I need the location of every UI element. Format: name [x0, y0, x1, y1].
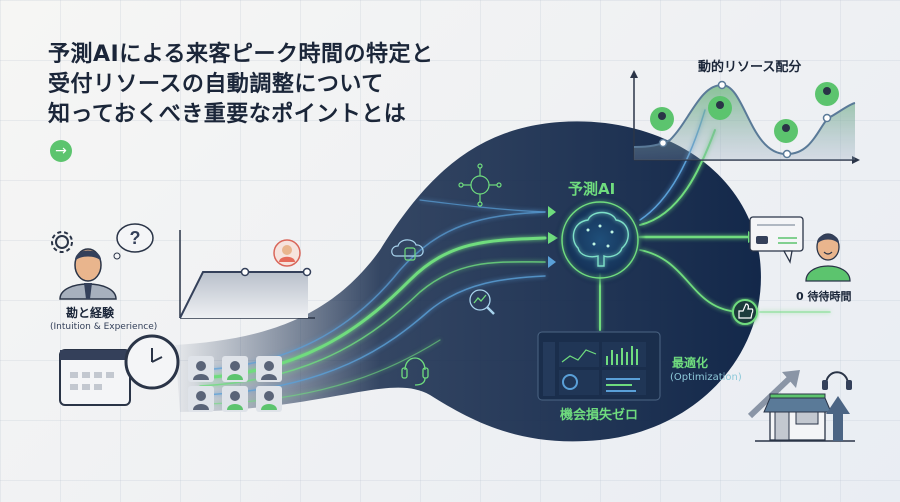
staff-grid: [188, 356, 282, 412]
optimization-label: 最適化: [672, 356, 709, 370]
static-staffing-chart: [179, 230, 315, 319]
optimization-sublabel: (Optimization): [670, 372, 742, 383]
calendar-icon: [59, 349, 131, 406]
happy-customer-icon: [805, 233, 851, 282]
ai-label: 予測AI: [568, 180, 616, 198]
title-line-1: 予測AIによる来客ピーク時間の特定と: [48, 42, 434, 67]
dynamic-allocation-label: 動的リソース配分: [698, 60, 802, 75]
clock-icon: [124, 334, 180, 390]
gear-icon: [51, 231, 73, 253]
svg-text:?: ?: [130, 228, 141, 248]
headset-icon: [401, 357, 429, 386]
intuition-sublabel: (Intuition & Experience): [50, 322, 158, 332]
thought-bubble-icon: ?: [113, 223, 154, 260]
ai-brain-icon: [554, 194, 646, 286]
arrow-right-icon: →: [55, 143, 67, 159]
zero-loss-label: 機会損失ゼロ: [560, 408, 639, 423]
analytics-search-icon: [469, 289, 495, 315]
neural-network-icon: [458, 163, 502, 207]
thumbs-up-icon: [732, 299, 758, 325]
dynamic-allocation-chart: [630, 70, 860, 164]
dashboard-screen: [537, 331, 661, 401]
intuition-label: 勘と経験: [66, 306, 115, 320]
go-button[interactable]: →: [50, 140, 72, 162]
title-line-3: 知っておくべき重要なポイントとは: [48, 102, 407, 127]
store-growth-icon: [747, 370, 855, 442]
zero-wait-label: 0 待待時間: [796, 290, 852, 303]
chat-bubble-icon: [749, 216, 804, 264]
page-title: 予測AIによる来客ピーク時間の特定と 受付リソースの自動調整について 知っておく…: [48, 40, 434, 130]
cloud-database-icon: [391, 239, 424, 261]
person-thinking-icon: [59, 248, 117, 300]
title-line-2: 受付リソースの自動調整について: [48, 72, 384, 97]
